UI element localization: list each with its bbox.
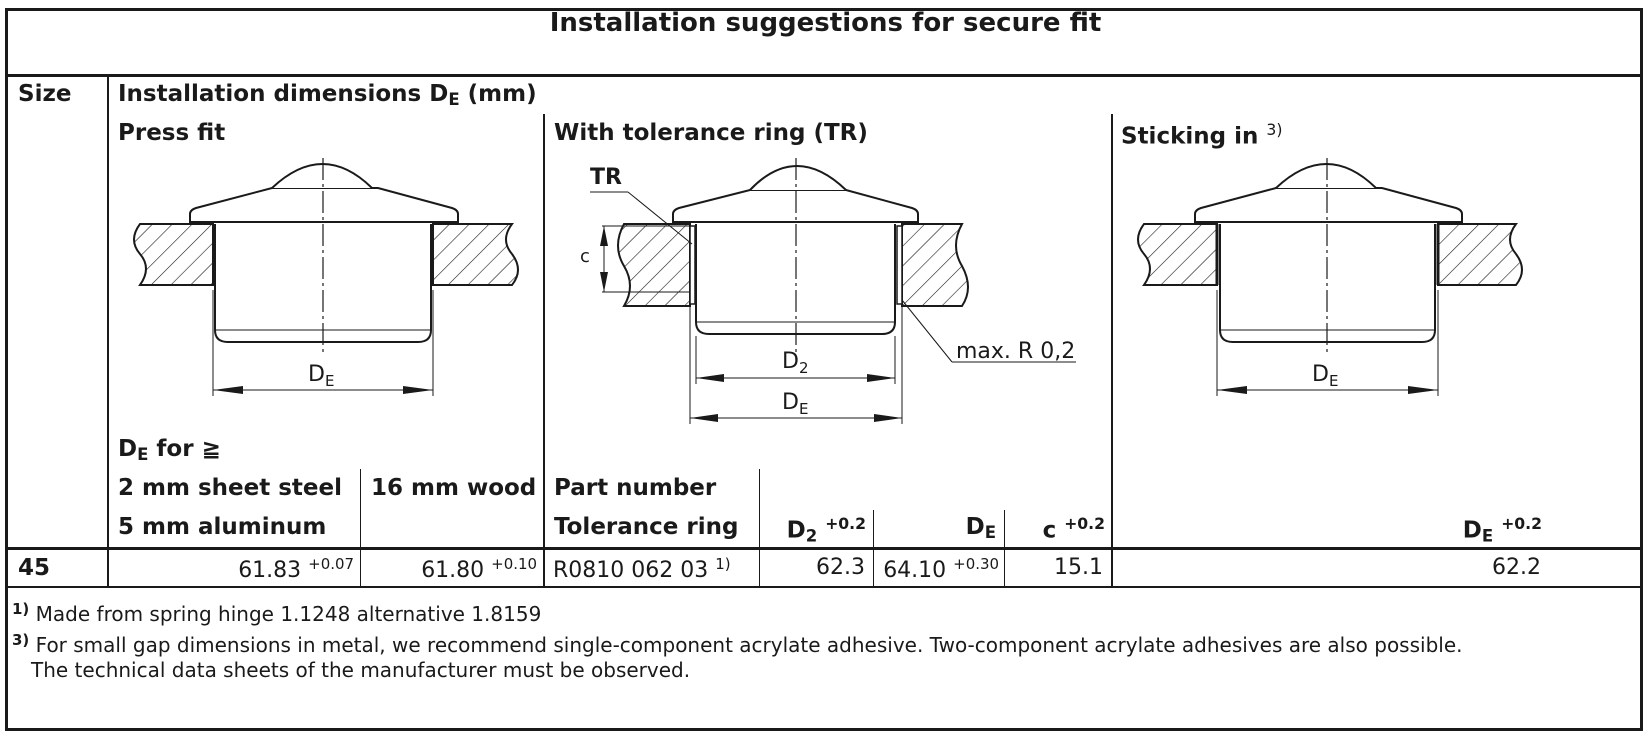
row-divider <box>8 586 1642 588</box>
part-number-value: R0810 062 03 1) <box>553 555 731 583</box>
sticking-in-drawing: DE <box>1137 158 1523 396</box>
radius-label: max. R 0,2 <box>956 339 1075 364</box>
tolerance-ring-column-header: Tolerance ring <box>554 514 739 540</box>
de-for-subscript: E <box>137 445 149 465</box>
steel-value-tolerance: +0.07 <box>308 555 354 573</box>
title-divider <box>8 74 1642 77</box>
footnote-3-continued: The technical data sheets of the manufac… <box>31 658 691 682</box>
tr-de-label: DE <box>782 390 808 418</box>
d2-header: D2 +0.2 <box>760 514 866 546</box>
wood-column-divider <box>360 469 361 588</box>
sticking-de-header-tolerance: +0.2 <box>1501 514 1542 533</box>
wood-value-tolerance: +0.10 <box>491 555 537 573</box>
table-frame <box>5 8 1643 731</box>
sticking-column-divider <box>1111 114 1113 588</box>
sticking-de-header-label: D <box>1462 517 1482 544</box>
sticking-in-footnote-ref: 3) <box>1266 120 1283 139</box>
sheet-steel-header: 2 mm sheet steel <box>118 475 342 501</box>
footnote-1: 1) Made from spring hinge 1.1248 alterna… <box>12 600 541 626</box>
wood-value-number: 61.80 <box>421 558 485 584</box>
steel-value: 61.83 +0.07 <box>110 555 354 583</box>
c-value: 15.1 <box>1054 555 1103 580</box>
footnote-1-mark: 1) <box>12 600 30 618</box>
press-fit-drawing: DE <box>133 158 519 396</box>
part-number-footnote-ref: 1) <box>715 555 731 573</box>
de-value-tolerance: +0.30 <box>953 555 999 573</box>
de-for-header: DE for ≧ <box>118 436 221 464</box>
de-column-divider <box>873 510 874 588</box>
sticking-in-label: Sticking in <box>1121 123 1259 150</box>
de-header-label: D <box>965 514 985 540</box>
d2-label: D2 <box>782 349 809 377</box>
press-fit-de-label: DE <box>308 362 334 390</box>
sticking-in-heading: Sticking in 3) <box>1121 120 1282 150</box>
footnote-3: 3) For small gap dimensions in metal, we… <box>12 631 1463 657</box>
install-dims-header: Installation dimensions DE (mm) <box>118 81 537 109</box>
install-dims-subscript: E <box>448 90 460 110</box>
install-dims-unit: (mm) <box>459 81 537 107</box>
de-value: 64.10 +0.30 <box>875 555 999 583</box>
de-value-number: 64.10 <box>883 558 947 584</box>
de-for-label: D <box>118 436 138 462</box>
c-header-tolerance: +0.2 <box>1064 514 1105 533</box>
c-dimension-label: c <box>580 246 590 267</box>
de-for-rest: for ≧ <box>148 436 221 462</box>
sticking-de-header-subscript: E <box>1481 526 1494 546</box>
wood-value: 61.80 +0.10 <box>362 555 537 583</box>
page-title: Installation suggestions for secure fit <box>549 8 1102 38</box>
size-header: Size <box>18 81 72 107</box>
d2-column-divider <box>759 469 760 588</box>
footnote-1-text: Made from spring hinge 1.1248 alternativ… <box>35 602 542 626</box>
tolerance-ring-drawing: TR c max. R 0,2 D2 DE <box>580 158 1076 424</box>
wood-header: 16 mm wood <box>371 475 537 501</box>
c-header-label: c <box>1042 517 1057 544</box>
footnote-3-text-line1: For small gap dimensions in metal, we re… <box>35 633 1463 657</box>
part-number-header: Part number <box>554 475 717 501</box>
install-dims-label: Installation dimensions D <box>118 81 449 107</box>
c-header: c +0.2 <box>1005 514 1105 544</box>
tr-label: TR <box>590 165 622 190</box>
d2-header-subscript: 2 <box>805 526 818 546</box>
tolerance-ring-heading: With tolerance ring (TR) <box>554 120 868 146</box>
sticking-de-label: DE <box>1312 362 1338 390</box>
size-value: 45 <box>18 555 51 581</box>
part-number-text: R0810 062 03 <box>553 558 709 584</box>
aluminum-header: 5 mm aluminum <box>118 514 327 540</box>
steel-value-number: 61.83 <box>238 558 302 584</box>
header-divider <box>8 547 1642 550</box>
size-column-divider <box>107 76 109 588</box>
press-fit-heading: Press fit <box>118 120 226 146</box>
d2-header-tolerance: +0.2 <box>825 514 866 533</box>
de-header: DE <box>874 514 996 542</box>
sticking-de-header: DE +0.2 <box>1112 514 1542 546</box>
c-column-divider <box>1004 510 1005 588</box>
press-fit-column-divider <box>543 114 545 588</box>
footnote-3-mark: 3) <box>12 631 30 649</box>
d2-header-label: D <box>786 517 806 544</box>
de-header-subscript: E <box>984 523 996 543</box>
sticking-de-value: 62.2 <box>1492 555 1541 580</box>
d2-value: 62.3 <box>816 555 865 580</box>
